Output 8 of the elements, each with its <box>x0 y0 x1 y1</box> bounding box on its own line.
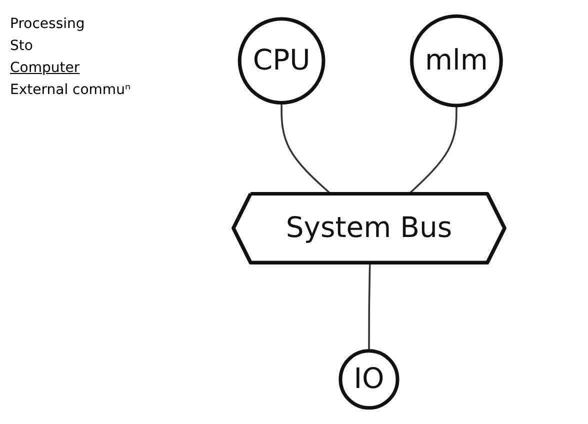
note: Sto <box>10 38 34 54</box>
node-circle: IO <box>338 349 400 410</box>
node-circle: CPU <box>238 17 326 105</box>
note: Processing <box>10 16 86 32</box>
note: Computer <box>10 60 81 76</box>
note: External commuⁿ <box>10 82 132 98</box>
node-circle: mlm <box>410 14 503 108</box>
connector <box>368 263 371 351</box>
